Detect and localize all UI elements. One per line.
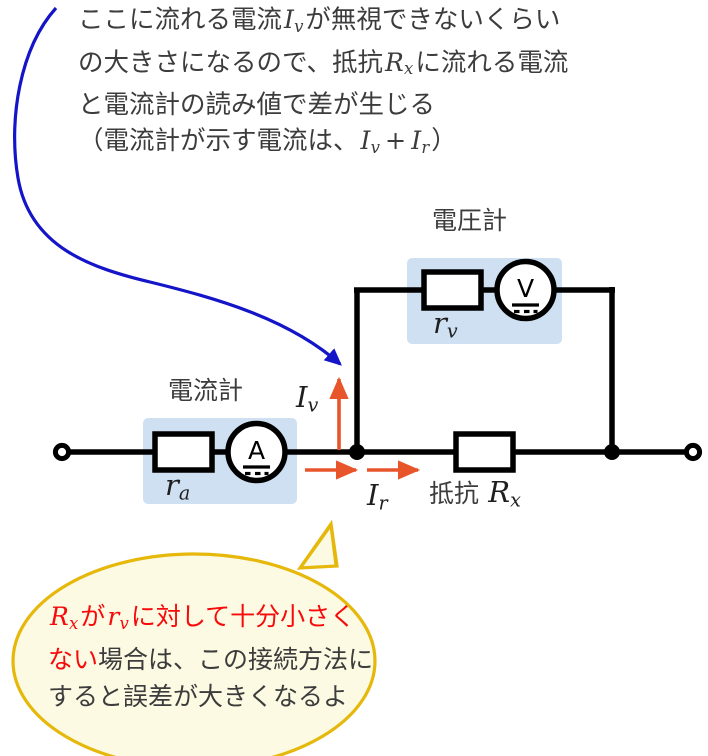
blue-pointer-arrow: [13, 6, 342, 366]
callout-bubble: [11, 519, 377, 756]
callout-bubble-body: [11, 552, 377, 756]
top-note-line-2: の大きさになるので、抵抗Rxに流れる電流: [78, 47, 569, 79]
resistor-rx-label: 抵抗 Rx: [429, 475, 521, 512]
voltmeter-letter: V: [517, 274, 534, 303]
left-terminal-node-icon: [52, 442, 72, 462]
math-var-ir-sum: Ir: [411, 126, 430, 157]
current-label-ir: Ir: [367, 478, 388, 515]
top-note-line-3: と電流計の読み値で差が生じる: [78, 91, 436, 120]
dc-current-icon: [243, 465, 270, 476]
ammeter-letter: A: [248, 436, 265, 465]
callout-bubble-text: Rxがrvに対して十分小さく ない場合は、この接続方法に すると誤差が大きくなる…: [48, 598, 378, 716]
right-terminal-node-icon: [683, 442, 703, 462]
current-label-iv: Iv: [296, 380, 319, 417]
voltmeter-resistance-label: rv: [433, 306, 458, 343]
math-var-iv: Iv: [284, 5, 304, 36]
voltmeter-internal-resistor: [421, 269, 484, 311]
math-plus-operator: +: [384, 126, 407, 157]
math-var-iv-sum: Iv: [360, 126, 380, 157]
voltmeter-title-label: 電圧計: [432, 207, 508, 235]
bubble-line-2: ない場合は、この接続方法に: [48, 645, 374, 674]
top-note-line-4: （電流計が示す電流は、Iv+Ir）: [78, 126, 457, 157]
bubble-math-rx: Rx: [50, 602, 79, 633]
voltmeter-icon: V: [494, 258, 557, 322]
callout-bubble-tail-overlap: [299, 520, 338, 568]
resistor-rx-symbol: Rx: [488, 475, 521, 512]
top-note-line-1: ここに流れる電流Ivが無視できないくらい: [78, 5, 561, 36]
dc-voltage-icon: [512, 303, 539, 314]
bubble-math-rv: rv: [107, 602, 129, 633]
right-junction-dot-icon: [604, 444, 620, 460]
unknown-resistor-rx: [453, 431, 516, 473]
bubble-line-3: すると誤差が大きくなるよ: [48, 682, 349, 711]
ammeter-internal-resistor: [152, 431, 215, 473]
ammeter-resistance-label: ra: [165, 468, 191, 505]
ammeter-icon: A: [225, 420, 288, 484]
bubble-line-1: Rxがrvに対して十分小さく: [50, 602, 356, 633]
top-annotation-note: ここに流れる電流Ivが無視できないくらい の大きさになるので、抵抗Rxに流れる電…: [78, 2, 708, 166]
voltmeter-branch-wires: [354, 287, 615, 455]
left-junction-dot-icon: [349, 444, 365, 460]
ammeter-title-label: 電流計: [168, 377, 244, 405]
math-var-rx: Rx: [384, 47, 414, 79]
